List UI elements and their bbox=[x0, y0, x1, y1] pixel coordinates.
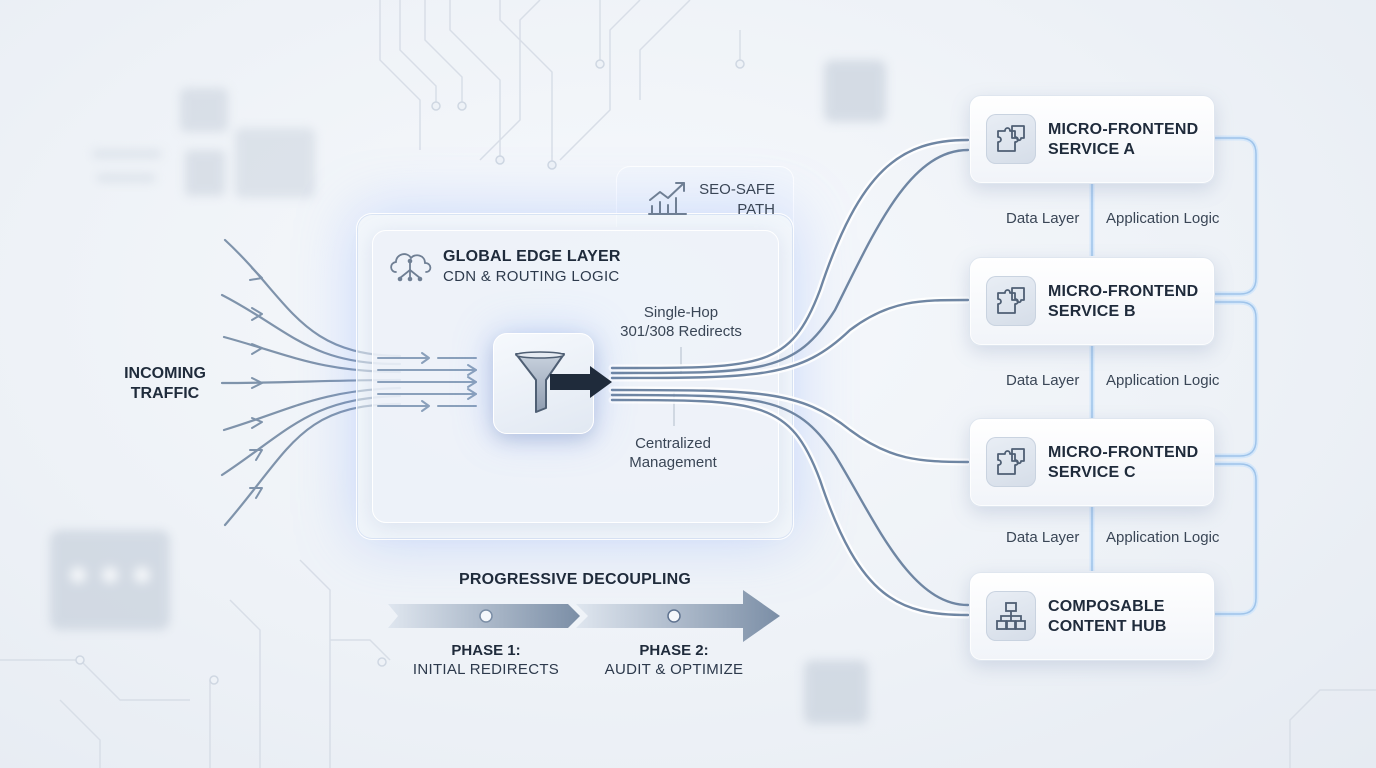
connector-1-left-label: Data Layer bbox=[1006, 210, 1080, 227]
incoming-line1: INCOMING bbox=[124, 365, 206, 382]
puzzle-icon bbox=[986, 437, 1036, 487]
content-hub-title: COMPOSABLE CONTENT HUB bbox=[1048, 597, 1208, 637]
phase-1-marker bbox=[479, 609, 493, 623]
connector-3-right-label: Application Logic bbox=[1106, 529, 1220, 546]
connector-2-right-label: Application Logic bbox=[1106, 372, 1220, 389]
cloud-routing-icon bbox=[390, 253, 432, 282]
connector-1-right-label: Application Logic bbox=[1106, 210, 1220, 227]
service-c-line2: SERVICE C bbox=[1048, 464, 1136, 481]
redirect-note-line2: 301/308 Redirects bbox=[620, 323, 742, 340]
service-b-title: MICRO-FRONTEND SERVICE B bbox=[1048, 282, 1208, 322]
service-b-line2: SERVICE B bbox=[1048, 303, 1136, 320]
phase-timeline-arrow bbox=[388, 590, 780, 642]
service-a-line2: SERVICE A bbox=[1048, 141, 1136, 158]
management-note: Centralized Management bbox=[600, 434, 746, 472]
edge-layer-subtitle: CDN & ROUTING LOGIC bbox=[443, 268, 620, 285]
service-card-a: MICRO-FRONTEND SERVICE A bbox=[969, 95, 1215, 184]
phase-2-marker bbox=[667, 609, 681, 623]
phase-2-desc: AUDIT & OPTIMIZE bbox=[604, 661, 744, 678]
seo-safe-path-label: SEO-SAFE PATH bbox=[680, 180, 775, 220]
content-hub-line2: CONTENT HUB bbox=[1048, 618, 1167, 635]
seo-label-line2: PATH bbox=[737, 201, 775, 218]
phase-2-name: PHASE 2: bbox=[639, 642, 709, 659]
redirect-note: Single-Hop 301/308 Redirects bbox=[604, 303, 758, 341]
management-note-line2: Management bbox=[629, 454, 717, 471]
funnel-icon bbox=[515, 351, 612, 413]
content-hub-card: COMPOSABLE CONTENT HUB bbox=[969, 572, 1215, 661]
service-a-title: MICRO-FRONTEND SERVICE A bbox=[1048, 120, 1208, 160]
redirect-note-line1: Single-Hop bbox=[643, 304, 719, 321]
content-hub-line1: COMPOSABLE bbox=[1048, 598, 1165, 615]
puzzle-icon bbox=[986, 276, 1036, 326]
hierarchy-icon bbox=[986, 591, 1036, 641]
service-a-line1: MICRO-FRONTEND bbox=[1048, 121, 1199, 138]
phase-1-label: PHASE 1: INITIAL REDIRECTS bbox=[396, 641, 576, 679]
service-b-line1: MICRO-FRONTEND bbox=[1048, 283, 1199, 300]
phase-1-name: PHASE 1: bbox=[451, 642, 521, 659]
seo-label-line1: SEO-SAFE bbox=[699, 181, 775, 198]
puzzle-icon bbox=[986, 114, 1036, 164]
service-c-title: MICRO-FRONTEND SERVICE C bbox=[1048, 443, 1208, 483]
service-c-line1: MICRO-FRONTEND bbox=[1048, 444, 1199, 461]
management-note-line1: Centralized bbox=[635, 435, 711, 452]
progressive-decoupling-title: PROGRESSIVE DECOUPLING bbox=[459, 571, 691, 588]
service-card-b: MICRO-FRONTEND SERVICE B bbox=[969, 257, 1215, 346]
service-card-c: MICRO-FRONTEND SERVICE C bbox=[969, 418, 1215, 507]
phase-1-desc: INITIAL REDIRECTS bbox=[412, 661, 560, 678]
trend-chart-icon bbox=[648, 182, 687, 215]
incoming-line2: TRAFFIC bbox=[130, 385, 200, 402]
edge-layer-title: GLOBAL EDGE LAYER bbox=[443, 248, 621, 265]
incoming-traffic-label: INCOMING TRAFFIC bbox=[110, 364, 220, 404]
connector-3-left-label: Data Layer bbox=[1006, 529, 1080, 546]
phase-2-label: PHASE 2: AUDIT & OPTIMIZE bbox=[584, 641, 764, 679]
connector-2-left-label: Data Layer bbox=[1006, 372, 1080, 389]
